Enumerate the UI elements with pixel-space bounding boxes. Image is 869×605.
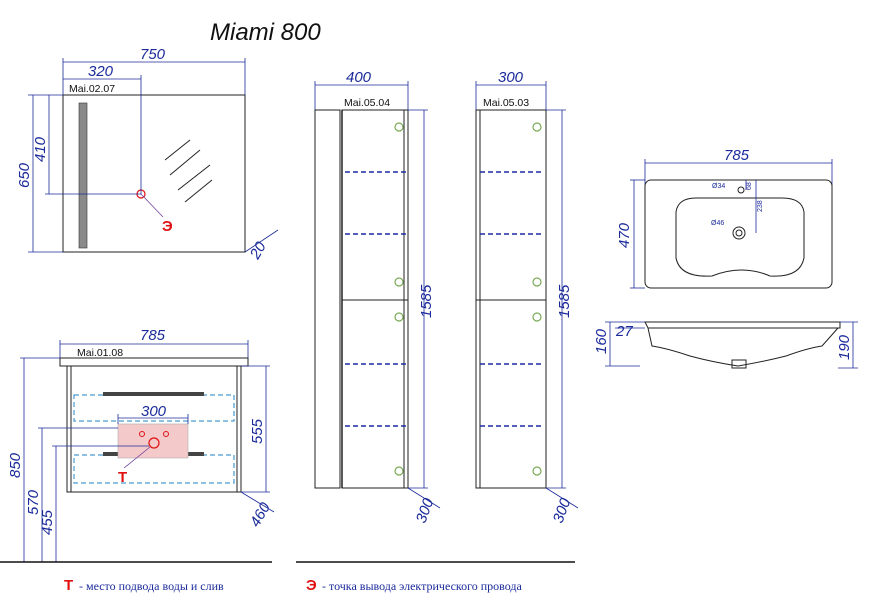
mirror-frame <box>62 94 246 253</box>
legend-water-mark: Т <box>64 577 73 594</box>
sink-depth-label: 470 <box>616 222 633 248</box>
drain-icon <box>148 437 160 449</box>
vanity-drawer-height-label: 555 <box>249 418 266 444</box>
cabinet-400-width-label: 400 <box>346 69 372 86</box>
sink-width-label: 785 <box>724 147 750 164</box>
vanity-width-label: 785 <box>140 327 166 344</box>
sink-height-left-label: 160 <box>593 328 610 354</box>
cabinet-300-view: 300 Mai.05.03 1585 300 <box>475 69 579 525</box>
drain-hole-icon <box>732 226 746 240</box>
mirror-lamp <box>78 102 88 249</box>
water-inlet-right-icon <box>163 431 169 437</box>
legend: Т - место подвода воды и слив Э - точка … <box>64 577 523 594</box>
cabinet-400-code: Mai.05.04 <box>344 97 390 109</box>
faucet-hole-icon <box>737 186 745 194</box>
sink-faucet-hole-label: Ø34 <box>712 183 725 190</box>
vanity-water-height-label: 570 <box>25 489 42 515</box>
sink-basin <box>675 197 805 277</box>
sink-rim-label: 27 <box>615 323 633 340</box>
vanity-water-mark: Т <box>118 469 127 486</box>
page-title: Miami 800 <box>210 19 321 46</box>
legend-water-text: - место подвода воды и слив <box>79 579 224 593</box>
mirror-view: Э 750 320 Mai.02.07 650 410 20 <box>16 46 279 263</box>
cabinet-400-view: 400 Mai.05.04 1585 300 <box>314 69 441 525</box>
water-inlet-left-icon <box>139 431 145 437</box>
vanity-drain-height-label: 455 <box>39 509 56 535</box>
mirror-height-label: 650 <box>16 162 33 188</box>
mirror-width-label: 750 <box>140 46 166 63</box>
mirror-depth-label: 20 <box>246 238 270 262</box>
vanity-view: 785 Mai.01.08 Т 300 555 460 850 570 <box>0 327 275 563</box>
legend-electric-mark: Э <box>306 577 317 594</box>
sink-top-view: 785 Ø34 Ø46 68 238 470 <box>616 147 833 289</box>
cabinet-300-width-label: 300 <box>498 69 524 86</box>
vanity-inner-width-label: 300 <box>141 403 167 420</box>
sink-drain-hole-label: Ø46 <box>711 220 724 227</box>
sink-dim-small-a: 68 <box>746 182 753 190</box>
legend-electric-text: - точка вывода электрического провода <box>322 579 523 593</box>
sink-dim-small-b: 238 <box>757 200 764 212</box>
mirror-lamp-width-label: 320 <box>88 63 114 80</box>
mirror-socket-mark: Э <box>162 218 173 235</box>
mirror-code: Mai.02.07 <box>69 83 115 95</box>
plumbing-zone <box>117 423 189 459</box>
vanity-height-label: 850 <box>7 452 24 478</box>
cabinet-300-depth-label: 300 <box>550 495 575 525</box>
vanity-depth-label: 460 <box>247 499 275 530</box>
sink-height-right-label: 190 <box>836 334 853 360</box>
cabinet-400-depth-label: 300 <box>413 495 438 525</box>
cabinet-400-height-label: 1585 <box>418 284 435 318</box>
mirror-socket-height-label: 410 <box>32 136 49 162</box>
cabinet-300-height-label: 1585 <box>556 284 573 318</box>
vanity-code: Mai.01.08 <box>77 347 123 359</box>
cabinet-300-code: Mai.05.03 <box>483 97 529 109</box>
sink-side-view: 160 27 190 <box>593 321 858 369</box>
sink-outline <box>644 179 833 289</box>
